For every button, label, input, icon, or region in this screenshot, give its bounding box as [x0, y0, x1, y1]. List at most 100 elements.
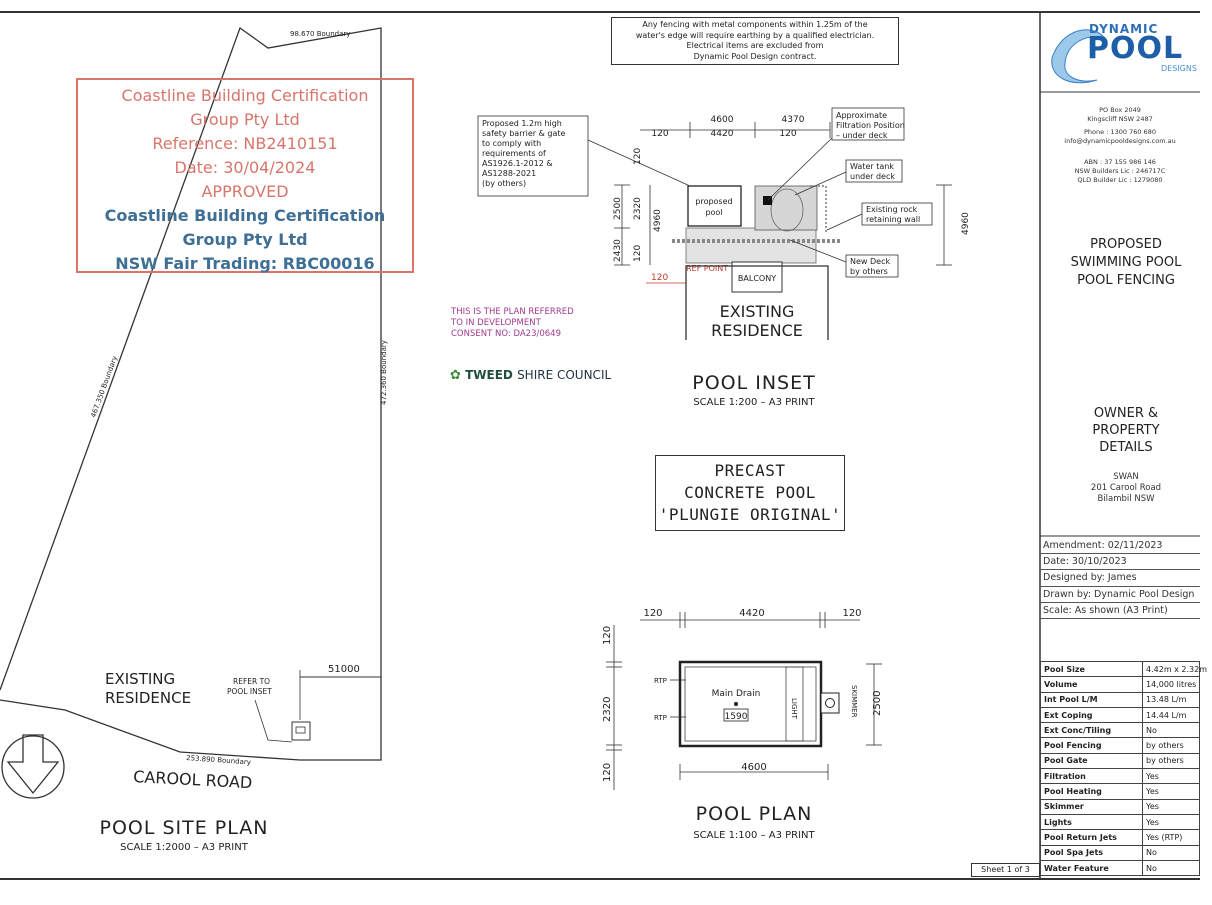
callout-deck-line: by others — [850, 267, 888, 276]
sheet-number: Sheet 1 of 3 — [971, 863, 1040, 877]
inset-ref-point: REF POINT — [686, 264, 728, 273]
callout-deck-leader — [789, 239, 847, 263]
plan-light-label: LIGHT — [790, 698, 798, 720]
spec-value: 13.48 L/m — [1142, 691, 1200, 708]
plan-dim-2500: 2500 — [872, 691, 883, 716]
callout-filtration-line: – under deck — [836, 131, 888, 140]
precast-pool-label: PRECAST CONCRETE POOL 'PLUNGIE ORIGINAL' — [655, 455, 845, 531]
inset-dim-4960-l: 4960 — [653, 209, 663, 232]
contact-nsw-licence: NSW Builders Lic : 246717C — [1074, 167, 1166, 175]
inset-balcony — [731, 261, 783, 293]
spec-value: Yes — [1142, 783, 1200, 800]
stamp-line: Group Pty Ltd — [182, 230, 308, 249]
inset-pool-label-2: pool — [705, 208, 722, 217]
spec-key: Int Pool L/M — [1040, 691, 1143, 708]
logo-line-3: DESIGNS — [1161, 64, 1197, 73]
logo-line-1: DYNAMIC — [1089, 22, 1159, 36]
plan-dim-120-a: 120 — [643, 608, 662, 619]
precast-line: PRECAST — [714, 461, 786, 480]
development-consent-note: THIS IS THE PLAN REFERRED TO IN DEVELOPM… — [451, 307, 611, 340]
spec-key: Pool Spa Jets — [1040, 844, 1143, 861]
stamp-date: Date: 30/04/2024 — [174, 158, 316, 177]
spec-key: Volume — [1040, 676, 1143, 693]
north-arrow-icon — [1, 734, 65, 799]
callout-deck-box — [845, 254, 899, 278]
depth-box — [723, 708, 749, 722]
callout-barrier-line: to comply with — [482, 139, 541, 148]
project-title-line: POOL FENCING — [1077, 273, 1175, 288]
contact-email: info@dynamicpooldesigns.com.au — [1064, 137, 1176, 145]
spec-key: Skimmer — [1040, 798, 1143, 815]
project-title-line: SWIMMING POOL — [1070, 255, 1182, 270]
callout-filtration-line: Approximate — [836, 111, 887, 120]
da-note-line: THIS IS THE PLAN REFERRED — [451, 307, 574, 317]
spec-value: No — [1142, 859, 1200, 877]
owner-details: SWAN 201 Carool Road Bilambil NSW — [1040, 472, 1212, 505]
inset-filter-marker — [763, 196, 772, 205]
council-logo-bold: TWEED — [465, 368, 513, 382]
inset-dim-2500: 2500 — [613, 197, 623, 220]
spec-key: Pool Fencing — [1040, 737, 1143, 754]
callout-tank-leader — [794, 171, 847, 196]
approval-stamp: Coastline Building Certification Group P… — [76, 78, 414, 273]
info-designed: Designed by: James — [1040, 570, 1200, 587]
inset-residence-outline — [685, 265, 829, 340]
inset-dim-4370: 4370 — [782, 115, 805, 125]
spec-value: No — [1142, 722, 1200, 739]
refer-leader — [254, 699, 293, 743]
inset-residence-label-1: EXISTING — [720, 302, 795, 321]
boundary-label-left: 467.350 Boundary — [89, 355, 119, 419]
council-logo: ✿ TWEED SHIRE COUNCIL — [450, 368, 611, 383]
owner-heading: OWNER & PROPERTY DETAILS — [1040, 405, 1212, 456]
pool-inset: 4600 4370 120 4420 120 120 2500 2320 243… — [477, 107, 971, 408]
callout-tank-line: under deck — [850, 172, 895, 181]
pool-plan: 120 4420 120 120 2320 120 2500 4600 SKIM… — [602, 608, 883, 841]
stamp-line: Coastline Building Certification — [121, 86, 369, 105]
company-contact: PO Box 2049 Kingscliff NSW 2487 Phone : … — [1040, 106, 1200, 185]
spec-key: Pool Heating — [1040, 783, 1143, 800]
spec-value: Yes (RTP) — [1142, 829, 1200, 846]
inset-balcony-label: BALCONY — [738, 274, 776, 283]
callout-rock-line: retaining wall — [866, 215, 920, 224]
plan-dim-120-top: 120 — [602, 626, 613, 645]
callout-barrier-line: requirements of — [482, 149, 546, 158]
owner-suburb: Bilambil NSW — [1097, 494, 1155, 504]
contact-phone: Phone : 1300 760 680 — [1084, 128, 1156, 136]
callout-filtration-leader — [767, 137, 833, 201]
spec-value: 14,000 litres — [1142, 676, 1200, 693]
inset-residence-label-2: RESIDENCE — [711, 321, 803, 340]
inset-deck — [685, 227, 817, 264]
inset-dim-120-v: 120 — [633, 148, 643, 165]
callout-deck-line: New Deck — [850, 257, 890, 266]
leaf-icon: ✿ — [450, 368, 461, 383]
contact-qld-licence: QLD Builder Lic : 1279080 — [1077, 176, 1163, 184]
boundary-label-top: 98.670 Boundary — [290, 30, 350, 38]
spec-key: Filtration — [1040, 768, 1143, 785]
site-plan-scale: SCALE 1:2000 – A3 PRINT — [120, 842, 249, 853]
callout-filtration-line: Filtration Position — [836, 121, 905, 130]
inset-pool-outline — [687, 185, 742, 227]
site-pool-inner — [295, 726, 306, 734]
contact-po: PO Box 2049 — [1099, 106, 1141, 114]
contact-town: Kingscliff NSW 2487 — [1087, 115, 1153, 123]
pool-plan-title: POOL PLAN — [696, 803, 813, 825]
company-logo: DYNAMIC POOL DESIGNS — [1043, 14, 1200, 90]
spec-value: No — [1142, 844, 1200, 861]
wave-icon — [1051, 29, 1107, 84]
callout-rock-line: Existing rock — [866, 205, 918, 214]
pool-step — [785, 666, 804, 742]
precast-line: CONCRETE POOL — [684, 483, 816, 502]
stamp-licence: NSW Fair Trading: RBC00016 — [115, 254, 375, 273]
spec-key: Pool Return Jets — [1040, 829, 1143, 846]
plan-main-drain: Main Drain — [712, 689, 761, 699]
spec-value: 14.44 L/m — [1142, 706, 1200, 724]
spec-key: Water Feature — [1040, 859, 1143, 877]
